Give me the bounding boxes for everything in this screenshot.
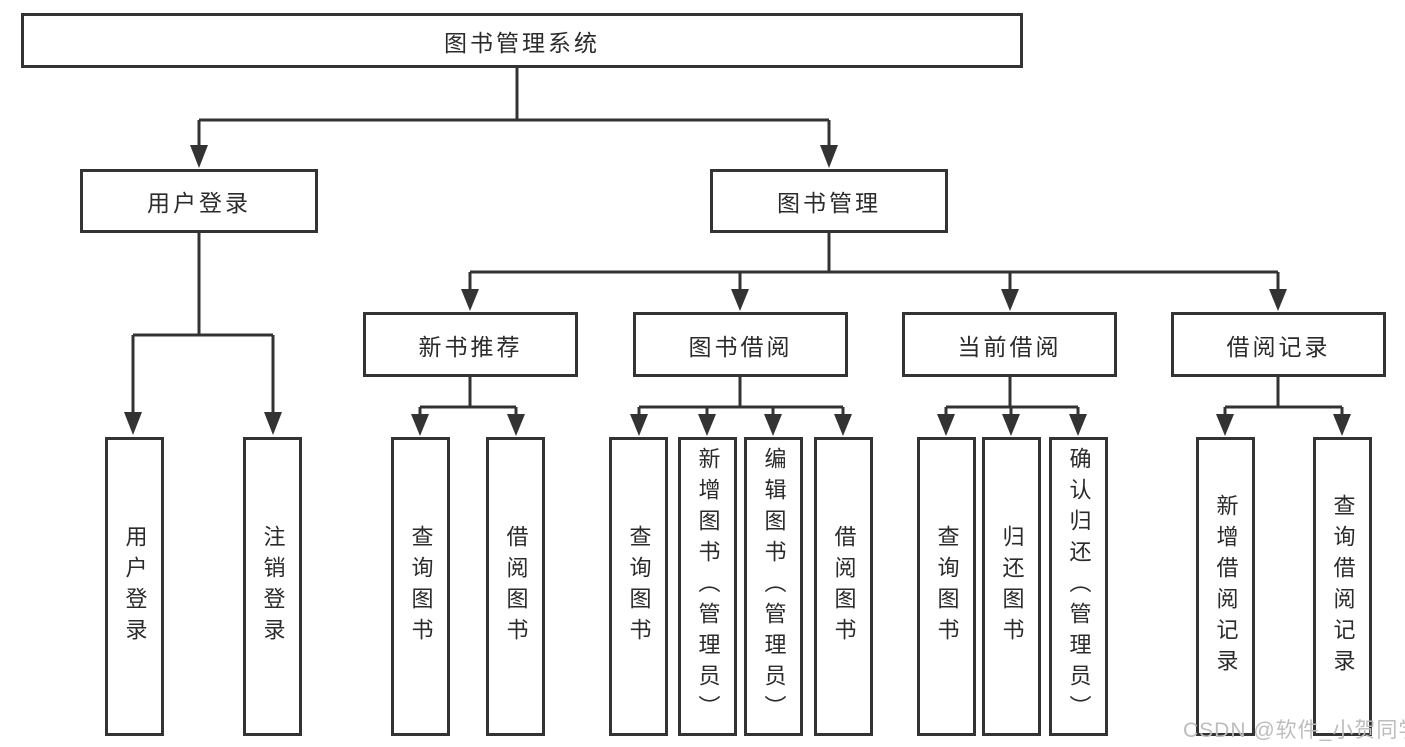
leaf-return-book-label: 归还图书 (999, 524, 1025, 649)
leaf-query-borrow-record: 查询借阅记录 (1313, 437, 1372, 736)
leaf-borrow-book-recommend-label: 借阅图书 (503, 524, 529, 649)
node-user-login: 用户登录 (80, 169, 318, 233)
node-book-borrowing: 图书借阅 (633, 312, 848, 377)
leaf-confirm-return-admin: 确认归还（管理员） (1049, 437, 1108, 736)
watermark: CSDN @软件_小贺同学 (1183, 719, 1405, 742)
node-user-login-label: 用户登录 (147, 190, 251, 216)
leaf-add-borrow-record-label: 新增借阅记录 (1213, 493, 1239, 680)
leaf-logout-label: 注销登录 (260, 524, 286, 649)
leaf-logout: 注销登录 (243, 437, 302, 736)
node-current-borrowing-label: 当前借阅 (957, 333, 1062, 360)
leaf-query-book-borrow-label: 查询图书 (626, 524, 652, 649)
node-book-management-label: 图书管理 (777, 190, 881, 216)
leaf-add-borrow-record: 新增借阅记录 (1196, 437, 1255, 736)
arrowheads (124, 145, 1351, 436)
leaf-confirm-return-admin-label: 确认归还（管理员） (1066, 447, 1092, 726)
leaf-query-book-borrow: 查询图书 (609, 437, 668, 736)
node-new-book-recommend-label: 新书推荐 (418, 333, 523, 360)
node-borrowing-records-label: 借阅记录 (1226, 333, 1331, 360)
leaf-query-book-current-label: 查询图书 (934, 524, 960, 649)
leaf-query-book-recommend: 查询图书 (391, 437, 450, 736)
leaf-edit-book-admin: 编辑图书（管理员） (744, 437, 803, 736)
leaf-borrow-book: 借阅图书 (814, 437, 873, 736)
node-book-management: 图书管理 (710, 169, 948, 233)
leaf-query-book-current: 查询图书 (917, 437, 976, 736)
node-borrowing-records: 借阅记录 (1171, 312, 1386, 377)
node-root: 图书管理系统 (21, 13, 1023, 68)
connector-path (131, 68, 1344, 418)
leaf-add-book-admin-label: 新增图书（管理员） (695, 447, 721, 726)
leaf-borrow-book-label: 借阅图书 (831, 524, 857, 649)
node-root-label: 图书管理系统 (444, 29, 600, 56)
node-book-borrowing-label: 图书借阅 (688, 333, 793, 360)
leaf-add-book-admin: 新增图书（管理员） (678, 437, 737, 736)
leaf-user-login: 用户登录 (105, 437, 164, 736)
leaf-query-borrow-record-label: 查询借阅记录 (1330, 493, 1356, 680)
leaf-return-book: 归还图书 (982, 437, 1041, 736)
leaf-edit-book-admin-label: 编辑图书（管理员） (761, 447, 787, 726)
leaf-query-book-recommend-label: 查询图书 (408, 524, 434, 649)
node-current-borrowing: 当前借阅 (902, 312, 1117, 377)
leaf-user-login-label: 用户登录 (122, 524, 148, 649)
leaf-borrow-book-recommend: 借阅图书 (486, 437, 545, 736)
node-new-book-recommend: 新书推荐 (363, 312, 578, 377)
